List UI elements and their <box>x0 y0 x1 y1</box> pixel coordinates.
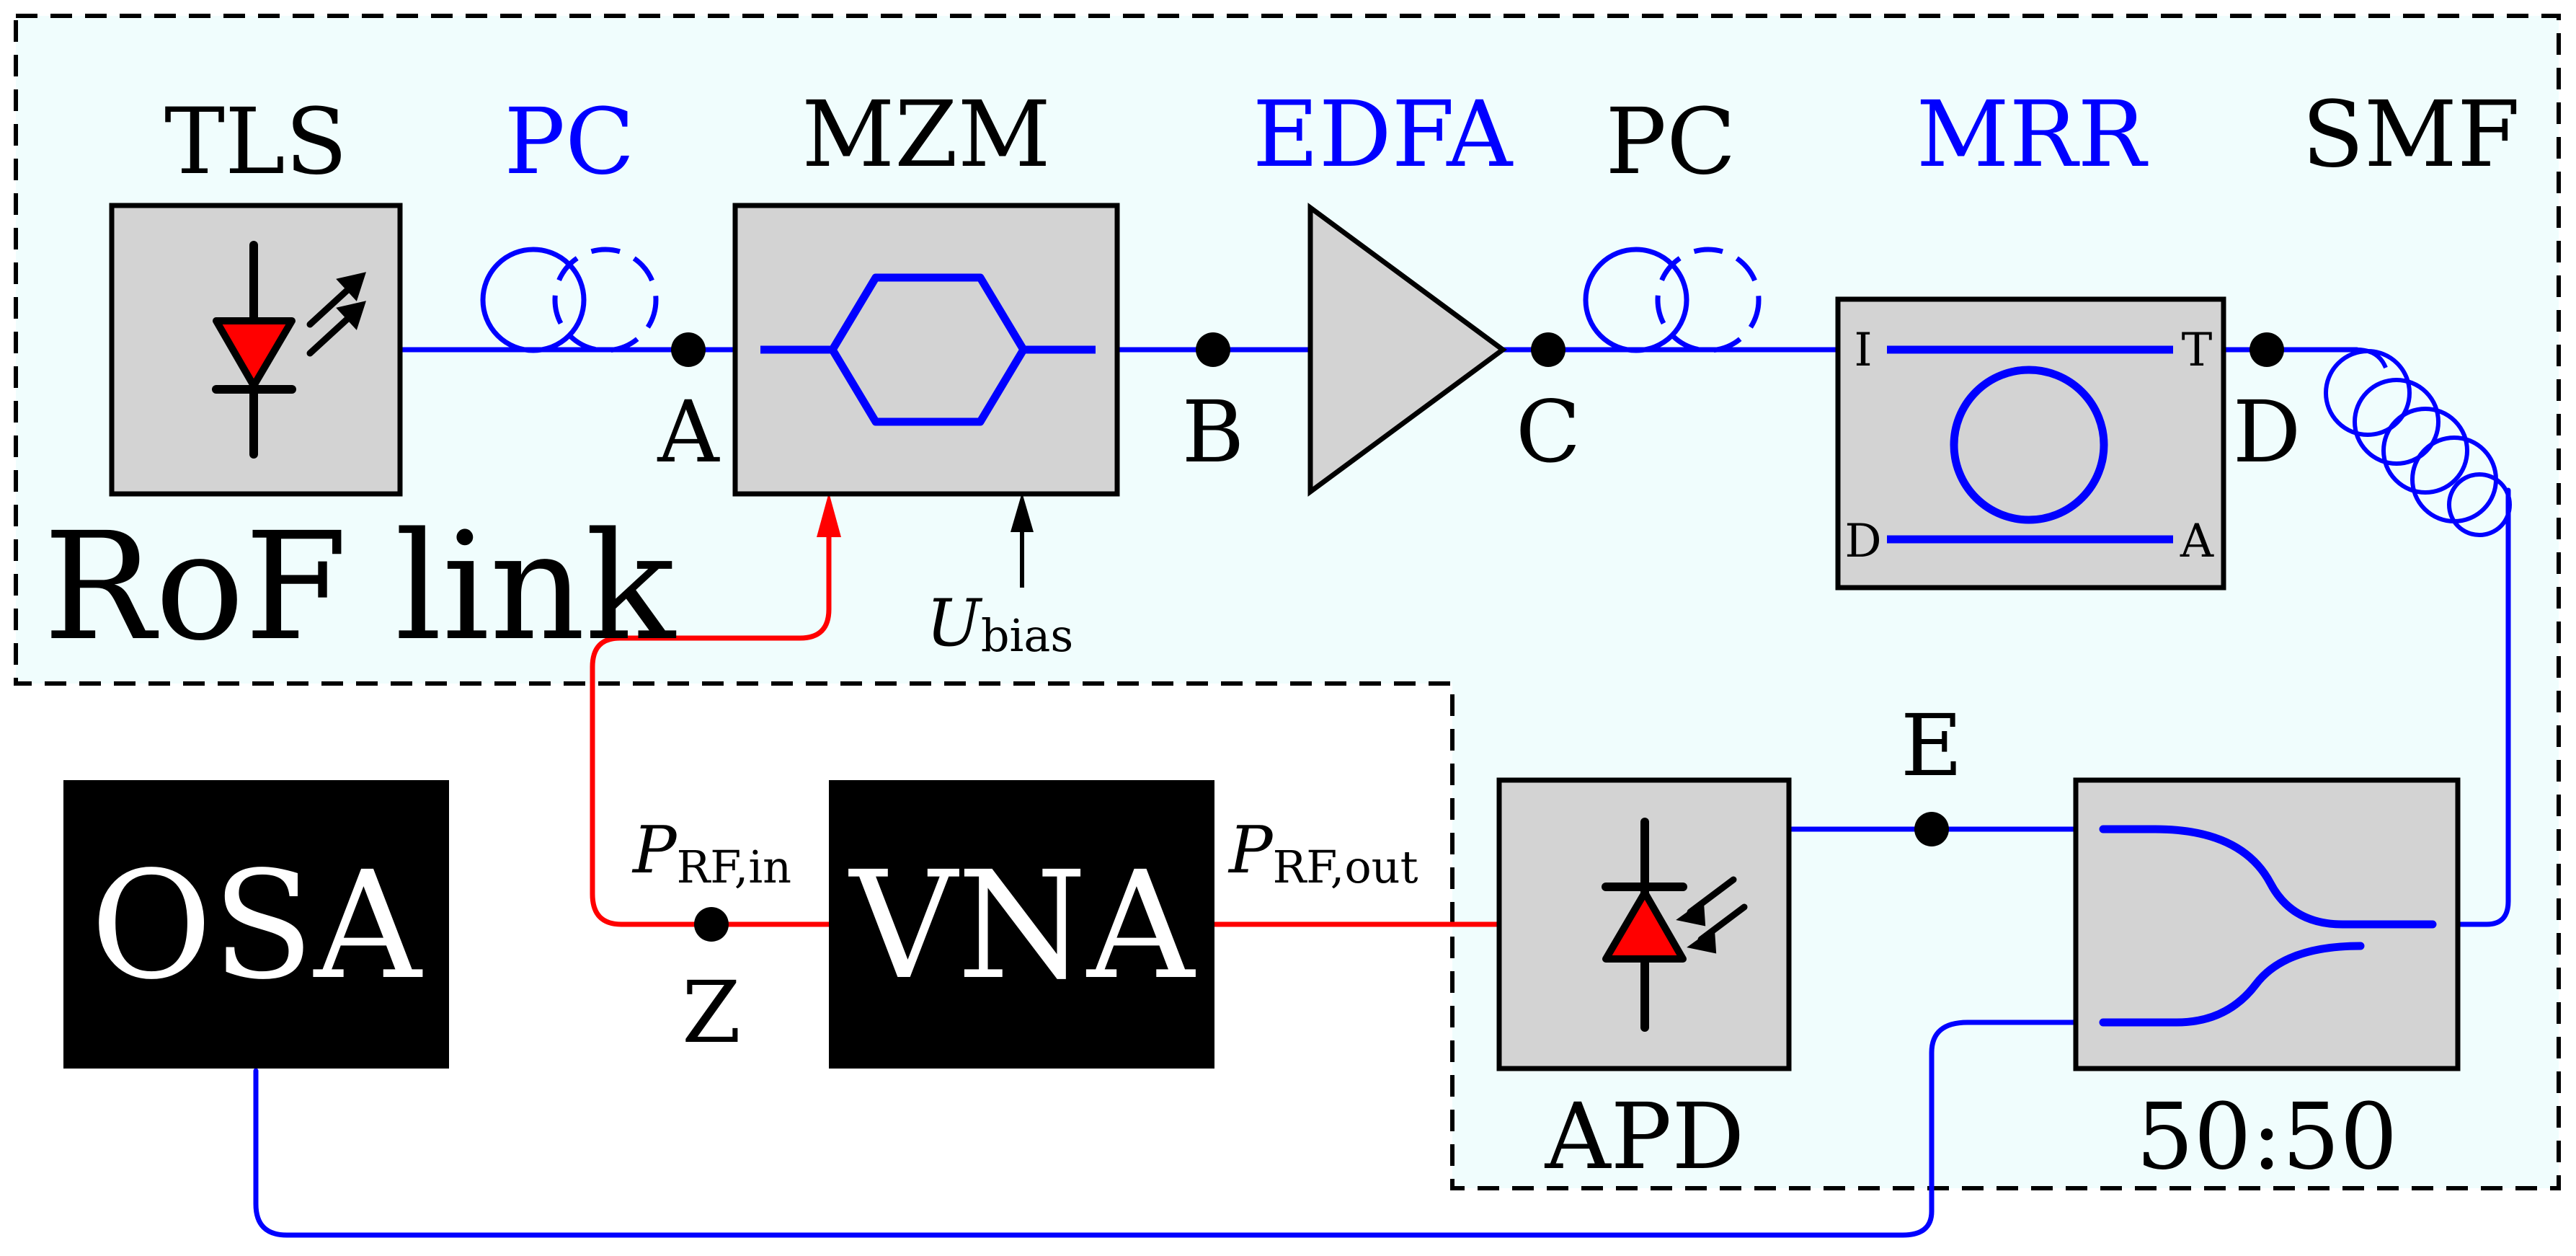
vna-label: VNA <box>848 839 1196 1012</box>
pc1-label: PC <box>504 89 634 195</box>
signal-labels: Ubias PRF,in PRF,out <box>631 585 1418 893</box>
point-d-dot <box>2249 332 2284 367</box>
component-labels: TLS PC MZM EDFA PC MRR SMF APD 50:50 OSA… <box>43 81 2520 1190</box>
rof-link-title: RoF link <box>43 500 677 673</box>
laser-diode-icon <box>212 241 366 459</box>
tls-label: TLS <box>164 89 347 195</box>
mrr-port-labels: I T D A <box>1844 324 2214 568</box>
rf-arrow-head <box>817 492 841 537</box>
point-e-label: E <box>1901 696 1963 795</box>
mrr-box <box>1835 296 2226 591</box>
pc2-icon <box>1583 247 1762 353</box>
rf-cables <box>590 537 1499 927</box>
pc1-icon <box>480 247 659 353</box>
smf-spool-icon <box>2324 348 2512 537</box>
point-a-label: A <box>657 382 720 482</box>
point-b-label: B <box>1182 382 1245 482</box>
point-a-dot <box>671 332 706 367</box>
bias-arrow-head <box>1011 492 1034 532</box>
vna-box <box>829 780 1214 1069</box>
mrr-label: MRR <box>1917 81 2149 187</box>
pc2-label: PC <box>1605 89 1736 195</box>
apd-label: APD <box>1545 1084 1745 1190</box>
point-d-label: D <box>2233 382 2301 482</box>
point-labels: A B C D E Z <box>657 382 2301 1062</box>
prf-in-label: PRF,in <box>631 813 791 893</box>
edfa-label: EDFA <box>1253 81 1514 187</box>
point-e-dot <box>1914 812 1949 846</box>
point-c-dot <box>1531 332 1565 367</box>
mzm-label: MZM <box>801 81 1051 187</box>
mrr-port-drop: D <box>1844 515 1881 568</box>
probe-points <box>671 332 2284 942</box>
photodiode-icon <box>1602 818 1748 1032</box>
smf-label: SMF <box>2302 81 2521 187</box>
mrr-port-input: I <box>1854 324 1872 377</box>
mrr-port-add: A <box>2180 515 2214 568</box>
point-c-label: C <box>1516 382 1581 482</box>
coupler-label: 50:50 <box>2136 1084 2397 1190</box>
osa-label: OSA <box>91 839 423 1012</box>
point-b-dot <box>1196 332 1230 367</box>
mzm-interferometer-icon <box>760 273 1096 426</box>
coupler-icon <box>2099 825 2437 1027</box>
mrr-port-through: T <box>2182 324 2213 377</box>
osa-box <box>63 780 449 1069</box>
prf-out-label: PRF,out <box>1227 813 1418 893</box>
ring-resonator-icon <box>1887 345 2173 544</box>
edfa-amplifier <box>1307 203 1507 497</box>
bias-voltage-label: Ubias <box>926 585 1073 662</box>
point-z-label: Z <box>682 963 741 1062</box>
point-z-dot <box>694 907 729 942</box>
